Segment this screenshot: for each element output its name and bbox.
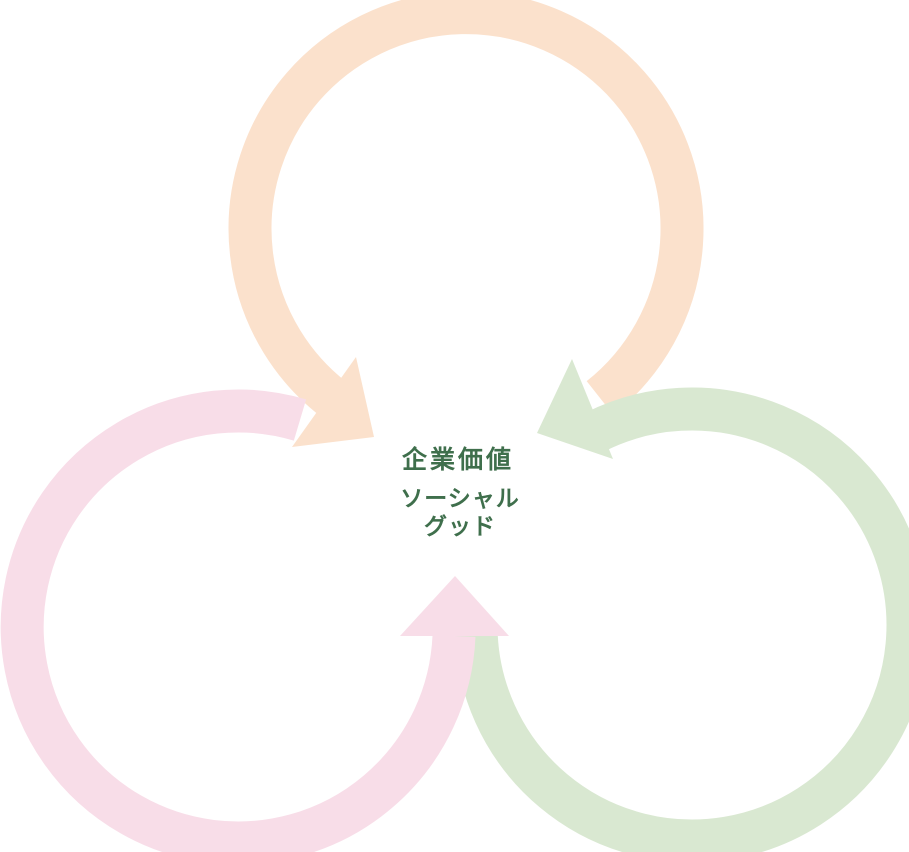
center-label-primary: 企業価値 [401, 445, 515, 474]
cycle-top-arc [228, 0, 704, 422]
cycle-arrow-left [0, 389, 509, 852]
cycle-arrow-top [228, 0, 704, 447]
cycle-arrow-right [454, 359, 909, 852]
cycle-right-arc [454, 387, 909, 852]
cycle-left-arc [0, 389, 476, 852]
cycle-top-arrowhead [292, 357, 374, 447]
cycle-right-arrowhead [537, 359, 613, 459]
center-label-secondary-line1: ソーシャル [400, 486, 520, 512]
cycle-left-arrowhead [400, 576, 509, 636]
center-label-secondary-line2: グッド [423, 514, 496, 540]
center-label-secondary: ソーシャル グッド [400, 485, 520, 541]
